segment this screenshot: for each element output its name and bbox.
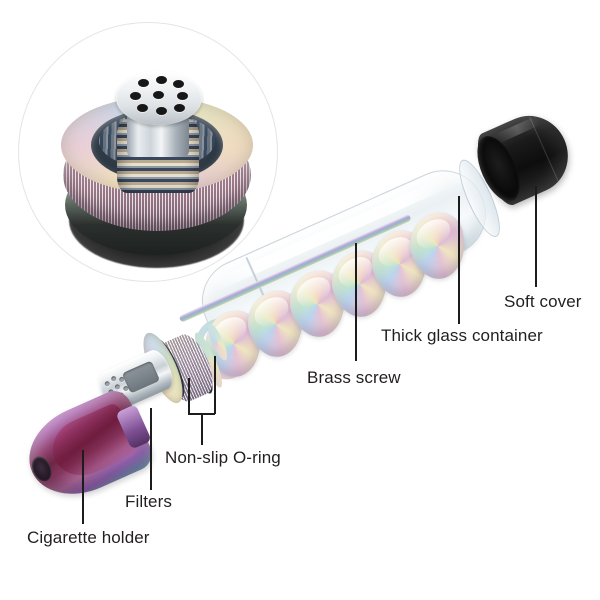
leader-o-ring-branch-left — [188, 378, 190, 414]
filter-hole-icon — [137, 104, 148, 112]
leader-o-ring-stem — [201, 413, 203, 445]
leader-o-ring-branch-right — [214, 356, 216, 414]
sleeve-hole-icon — [110, 375, 118, 382]
label-soft-cover: Soft cover — [504, 292, 582, 311]
filter-hole-icon — [174, 104, 185, 112]
label-filters: Filters — [125, 492, 172, 511]
filter-hole-icon — [130, 92, 141, 100]
filter-hole-icon — [173, 80, 184, 88]
filter-hole-icon — [156, 76, 167, 84]
label-brass-screw: Brass screw — [307, 368, 401, 387]
leader-brass-screw — [355, 243, 357, 361]
leader-cigarette-holder — [82, 450, 84, 524]
filter-hole-icon — [156, 107, 167, 115]
magnified-cap-inset — [18, 22, 278, 282]
label-thick-glass-container: Thick glass container — [381, 326, 543, 345]
sleeve-hole-icon — [114, 383, 121, 391]
label-non-slip-o-ring: Non-slip O-ring — [165, 448, 281, 467]
filter-hole-icon — [153, 91, 164, 99]
filter-hole-icon — [177, 92, 188, 100]
sleeve-hole-icon — [104, 380, 111, 388]
inset-clip — [19, 23, 277, 281]
filter-hole-icon — [138, 79, 149, 87]
leader-thick-glass-container — [458, 196, 460, 324]
leader-filters — [150, 408, 152, 490]
leader-soft-cover — [535, 186, 537, 287]
cone-mouthpiece-tip — [28, 453, 56, 485]
perforated-filter-disc — [116, 71, 202, 125]
label-cigarette-holder: Cigarette holder — [27, 528, 150, 547]
